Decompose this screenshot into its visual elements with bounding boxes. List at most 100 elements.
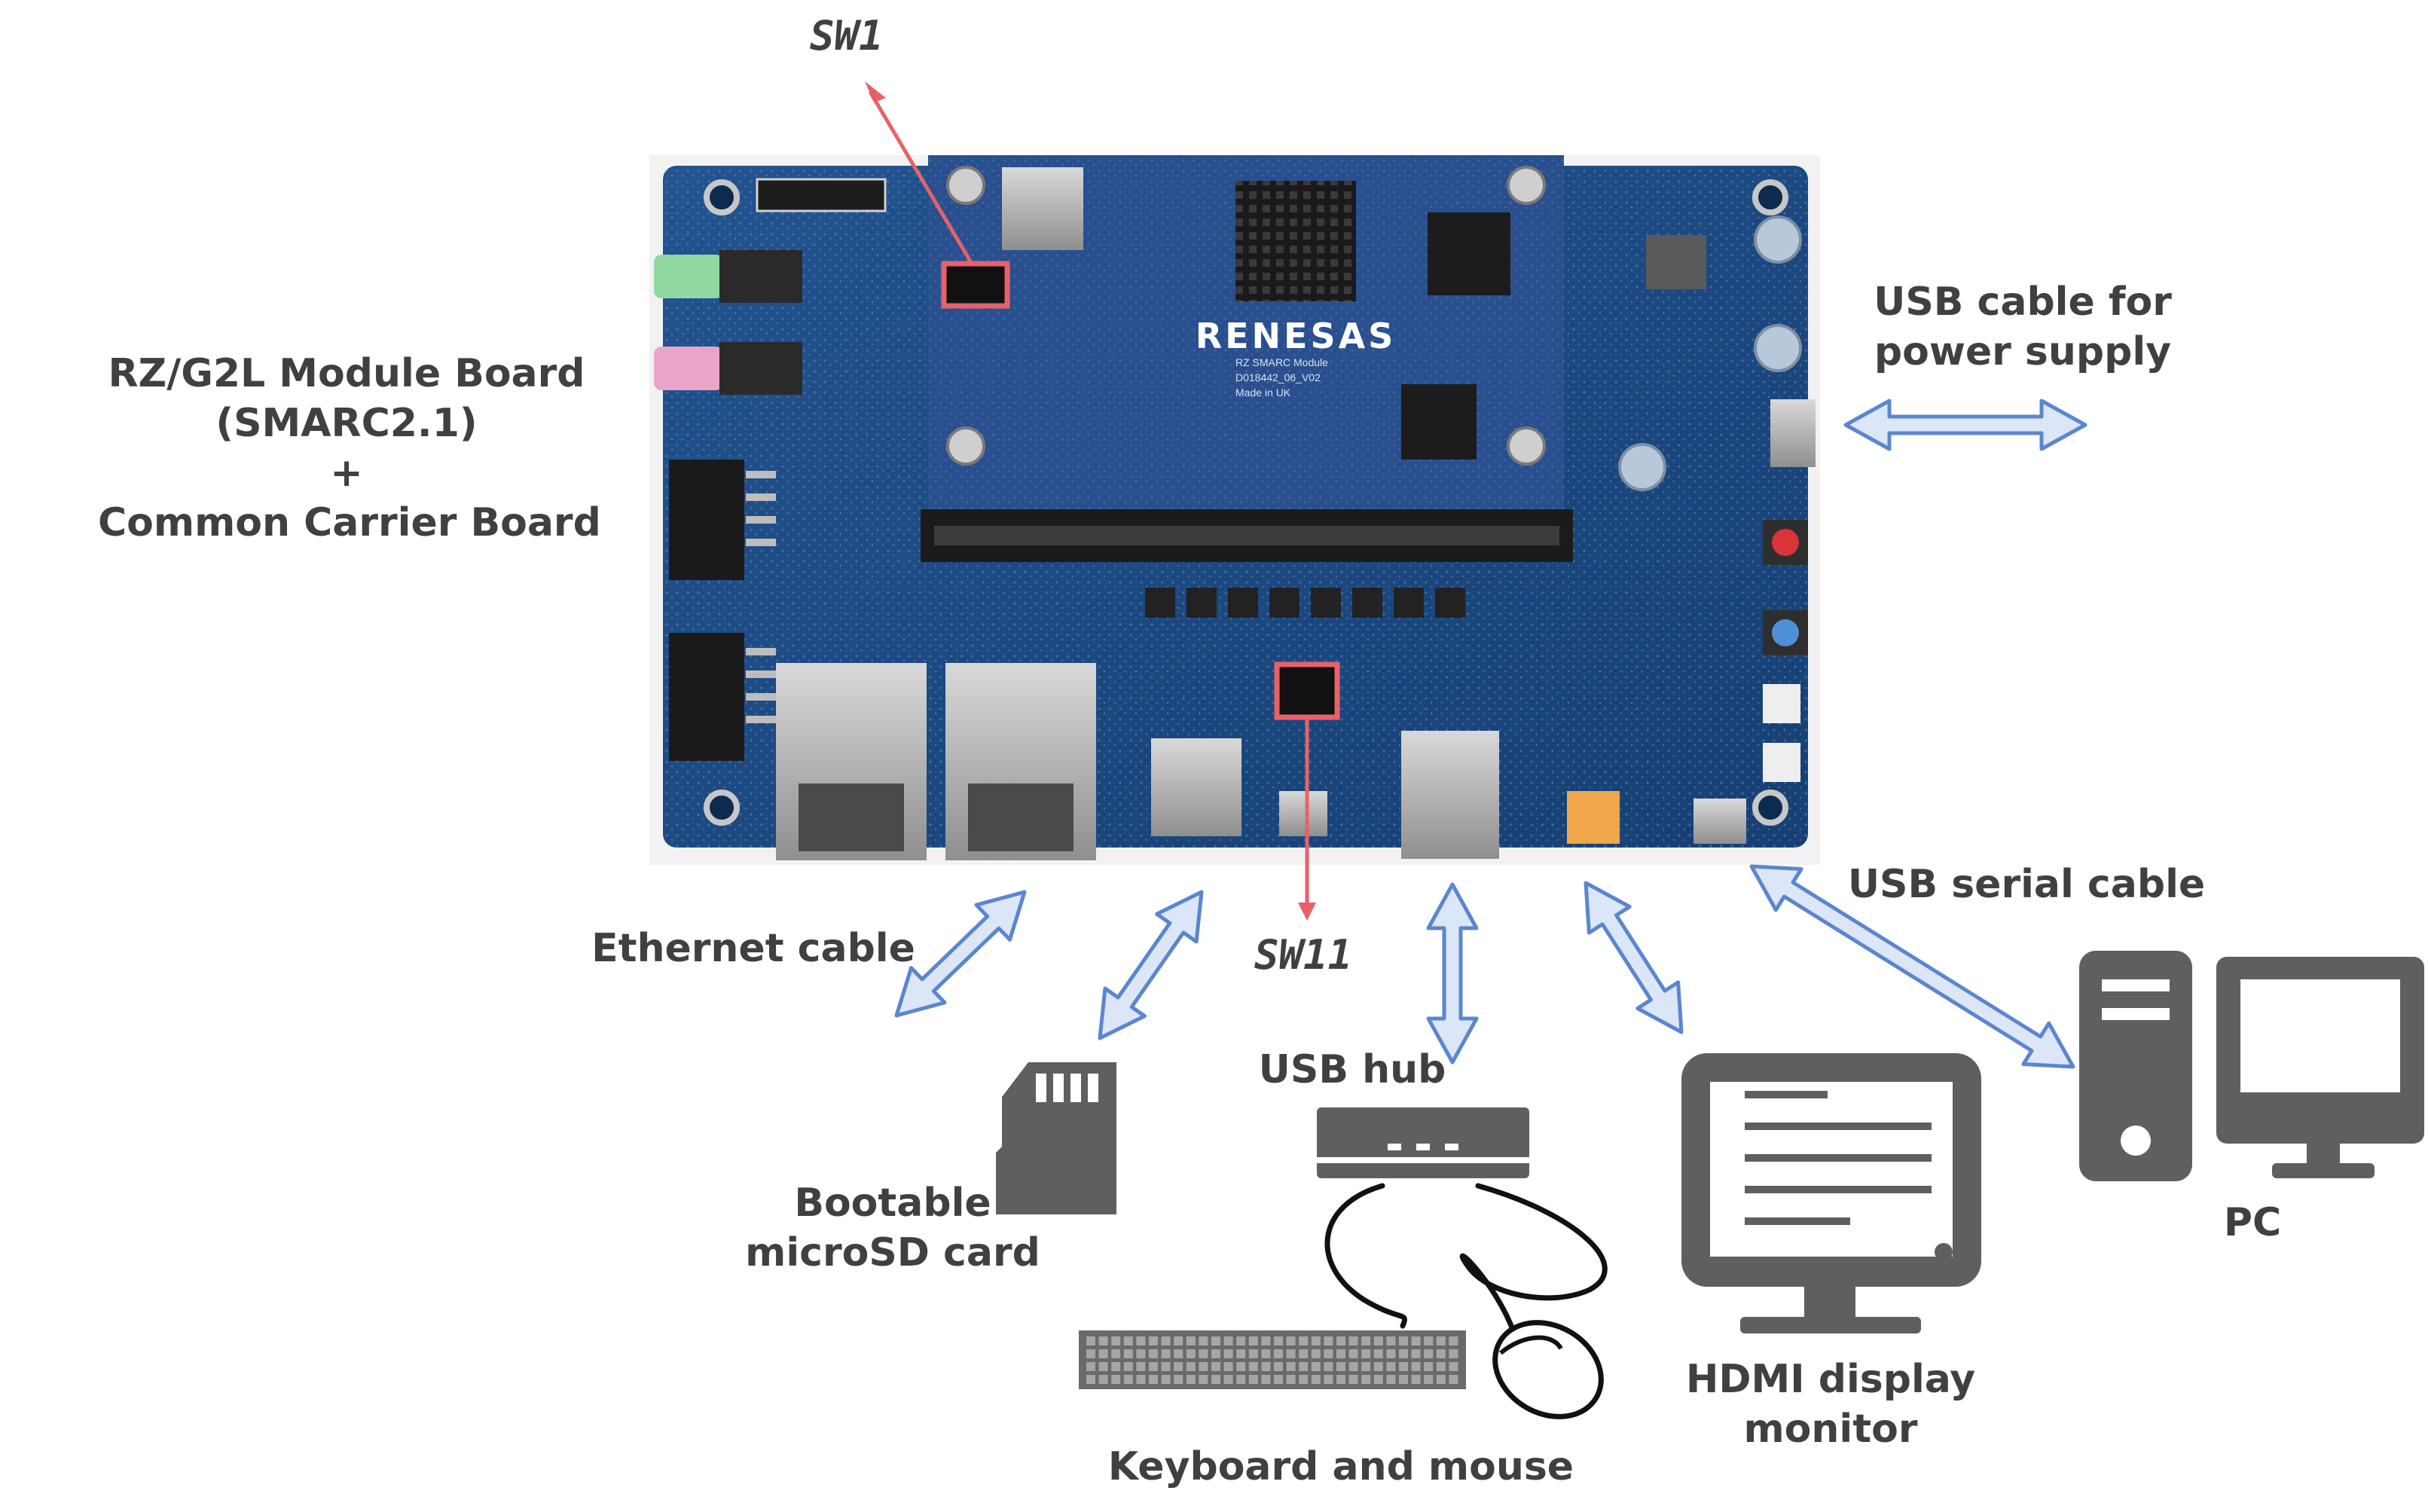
- camera-connector: [756, 178, 887, 212]
- keyboard-key: [1449, 1362, 1458, 1371]
- mouse-icon: [1492, 1320, 1604, 1419]
- usb-power-label-line-1: USB cable for: [1874, 279, 2172, 325]
- monitor-icon: [1681, 1053, 1981, 1333]
- micro-usb-otg-port: [1279, 791, 1327, 836]
- keyboard-key: [1449, 1375, 1458, 1384]
- keyboard-key: [1411, 1349, 1421, 1358]
- usb-c-power-port: [1770, 399, 1816, 467]
- keyboard-key: [1361, 1336, 1371, 1346]
- keyboard-key: [1336, 1336, 1345, 1346]
- keyboard-key: [1261, 1362, 1271, 1371]
- keyboard-key: [1274, 1336, 1283, 1346]
- keyboard-key: [1261, 1375, 1271, 1384]
- connection-arrows: [894, 399, 2087, 1069]
- keyboard-key: [1399, 1336, 1408, 1346]
- usb-host-port: [1401, 731, 1499, 859]
- keyboard-key: [1436, 1336, 1446, 1346]
- pc-monitor-icon: [2216, 957, 2424, 1178]
- keyboard-key: [1324, 1336, 1333, 1346]
- keyboard-key: [1223, 1349, 1233, 1358]
- keyboard-key: [1286, 1336, 1296, 1346]
- board-label-line-2: (SMARC2.1): [215, 401, 478, 446]
- usb-power-arrow: [1843, 399, 2087, 451]
- module-part-print: D018442_06_V02: [1235, 371, 1321, 383]
- keyboard-key: [1149, 1336, 1158, 1346]
- can-connector-1: [1763, 743, 1800, 782]
- sw1-pointer-head: [865, 81, 886, 102]
- keyboard-key: [1411, 1362, 1421, 1371]
- keyboard-key: [1373, 1362, 1383, 1371]
- board-photo: RENESAS RZ SMARC Module D018442_06_V02 M…: [649, 155, 1820, 865]
- keyboard-key: [1399, 1375, 1408, 1384]
- keyboard-key: [1348, 1336, 1358, 1346]
- keyboard-key: [1174, 1362, 1183, 1371]
- sw1-callout: [865, 81, 1010, 309]
- keyboard-key: [1174, 1336, 1183, 1346]
- keyboard-key: [1086, 1375, 1095, 1384]
- keyboard-key: [1186, 1362, 1196, 1371]
- keyboard-key: [1161, 1336, 1171, 1346]
- usb-hub-arrow: [1426, 882, 1479, 1065]
- keyboard-key: [1336, 1375, 1345, 1384]
- keyboard-key: [1311, 1362, 1321, 1371]
- keyboard-key: [1361, 1362, 1371, 1371]
- keyboard-key: [1386, 1349, 1396, 1358]
- keyboard-key: [1286, 1362, 1296, 1371]
- usb-serial-arrow: [1749, 864, 2075, 1069]
- ethernet-ports: [776, 663, 1096, 860]
- sw1-highlight-box: [941, 261, 1010, 309]
- keyboard-key: [1424, 1375, 1434, 1384]
- keyboard-key: [1136, 1375, 1146, 1384]
- module-screws: [946, 166, 1546, 466]
- can-connector-0: [1763, 684, 1800, 723]
- keyboard-mouse-label: Keyboard and mouse: [1107, 1444, 1574, 1489]
- keyboard-key: [1424, 1349, 1434, 1358]
- pmod-headers: [669, 460, 776, 761]
- usb-power-label-line-2: power supply: [1874, 329, 2172, 374]
- keyboard-key: [1086, 1336, 1095, 1346]
- keyboard-key: [1261, 1336, 1271, 1346]
- keyboard-key: [1149, 1362, 1158, 1371]
- microsd-label: Bootable microSD card: [735, 1178, 1051, 1278]
- keyboard-key: [1424, 1362, 1434, 1371]
- board-label-line-1: RZ/G2L Module Board: [108, 351, 585, 396]
- keyboard-key: [1161, 1375, 1171, 1384]
- keyboard-key: [1123, 1336, 1133, 1346]
- keyboard-key: [1299, 1336, 1309, 1346]
- heatsink: [1235, 181, 1356, 301]
- keyboard-key: [1274, 1375, 1283, 1384]
- keyboard-key: [1348, 1349, 1358, 1358]
- hdmi-label-line-1: HDMI display: [1685, 1357, 1976, 1402]
- keyboard-key: [1248, 1375, 1258, 1384]
- keyboard-key: [1211, 1336, 1220, 1346]
- keyboard-key: [1211, 1362, 1220, 1371]
- keyboard-key: [1098, 1336, 1108, 1346]
- audio-jacks: [654, 250, 802, 395]
- keyboard-key: [1299, 1349, 1309, 1358]
- microsd-card-icon: [996, 1062, 1116, 1214]
- keyboard-key: [1098, 1349, 1108, 1358]
- module-microsd-slot: [1002, 167, 1083, 250]
- keyboard-key: [1348, 1375, 1358, 1384]
- keyboard-key: [1449, 1349, 1458, 1358]
- keyboard-key: [1386, 1336, 1396, 1346]
- keyboard-key: [1274, 1349, 1283, 1358]
- microsd-arrow: [1098, 890, 1204, 1040]
- keyboard-key: [1136, 1349, 1146, 1358]
- microsd-label-line-2: microSD card: [745, 1230, 1040, 1275]
- keyboard-key: [1149, 1375, 1158, 1384]
- sw1-pointer-line: [868, 90, 974, 265]
- keyboard-key: [1161, 1349, 1171, 1358]
- keyboard-key: [1248, 1362, 1258, 1371]
- hdmi-arrow: [1584, 881, 1684, 1034]
- keyboard-key: [1411, 1375, 1421, 1384]
- keyboard-key: [1248, 1336, 1258, 1346]
- keyboard-key: [1411, 1336, 1421, 1346]
- sw1-label: SW1: [810, 12, 884, 60]
- keyboard-key: [1286, 1349, 1296, 1358]
- microsd-label-line-1: Bootable: [794, 1181, 991, 1226]
- sw11-pointer-head: [1298, 903, 1316, 921]
- keyboard-key: [1436, 1349, 1446, 1358]
